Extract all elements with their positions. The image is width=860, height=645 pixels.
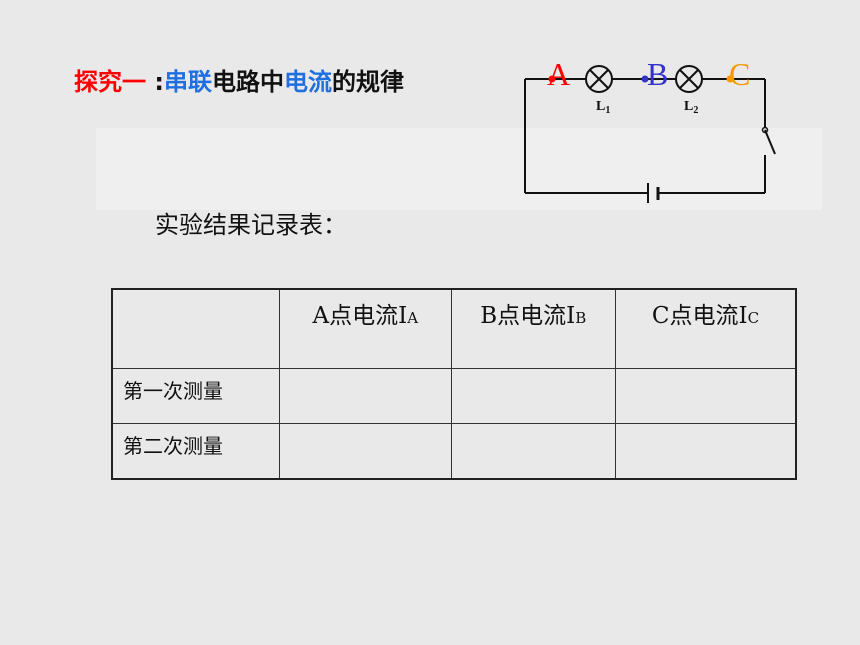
header-cell-empty	[111, 288, 281, 369]
circuit-diagram: A B C L1 L2	[524, 56, 776, 203]
table-cell	[279, 368, 452, 424]
title-segment-current: 电流	[283, 68, 332, 96]
header-text: A点电流I	[312, 303, 408, 329]
table-row: 第二次测量	[111, 423, 797, 480]
table-header-row: A点电流IA B点电流IB C点电流IC	[111, 288, 797, 369]
lamp-2-icon	[675, 65, 703, 93]
header-text: C点电流I	[651, 303, 748, 329]
title-segment-colon: :	[146, 68, 164, 96]
table-cell	[615, 368, 797, 424]
point-c-label: C	[729, 56, 750, 92]
lamp-1-icon	[585, 65, 613, 93]
header-cell-point-a: A点电流IA	[279, 288, 452, 369]
point-b-dot	[641, 75, 649, 83]
point-a-label: A	[547, 56, 570, 92]
slide-title: 探究一 :串联电路中电流的规律	[74, 62, 404, 97]
header-text: B点电流I	[480, 303, 576, 329]
table-caption: 实验结果记录表：	[155, 211, 347, 239]
point-c-dot	[726, 75, 734, 83]
title-segment-circuit: 电路中	[211, 68, 284, 96]
point-a-dot	[548, 75, 556, 83]
point-b-label: B	[647, 56, 668, 92]
header-subscript: B	[575, 309, 587, 327]
lamp-2-label: L2	[684, 99, 698, 116]
switch-blade	[764, 129, 776, 155]
header-cell-point-b: B点电流IB	[450, 288, 616, 369]
row-label-second-measurement: 第二次测量	[111, 423, 281, 480]
table-cell	[450, 368, 616, 424]
table-row: 第一次测量	[111, 368, 797, 424]
table-cell	[450, 423, 616, 480]
table-cell	[615, 423, 797, 480]
header-subscript: A	[407, 309, 419, 327]
header-cell-point-c: C点电流IC	[615, 288, 797, 369]
table-cell	[279, 423, 452, 480]
lamp-1-label: L1	[596, 99, 610, 116]
row-label-first-measurement: 第一次测量	[111, 368, 281, 424]
title-segment-series: 串联	[163, 68, 212, 96]
record-table: A点电流IA B点电流IB C点电流IC 第一次测量 第二次测量	[111, 288, 797, 480]
header-subscript: C	[747, 309, 760, 327]
title-segment-rule: 的规律	[331, 68, 404, 96]
background-band	[96, 128, 822, 210]
title-segment-explore: 探究一	[74, 68, 146, 96]
